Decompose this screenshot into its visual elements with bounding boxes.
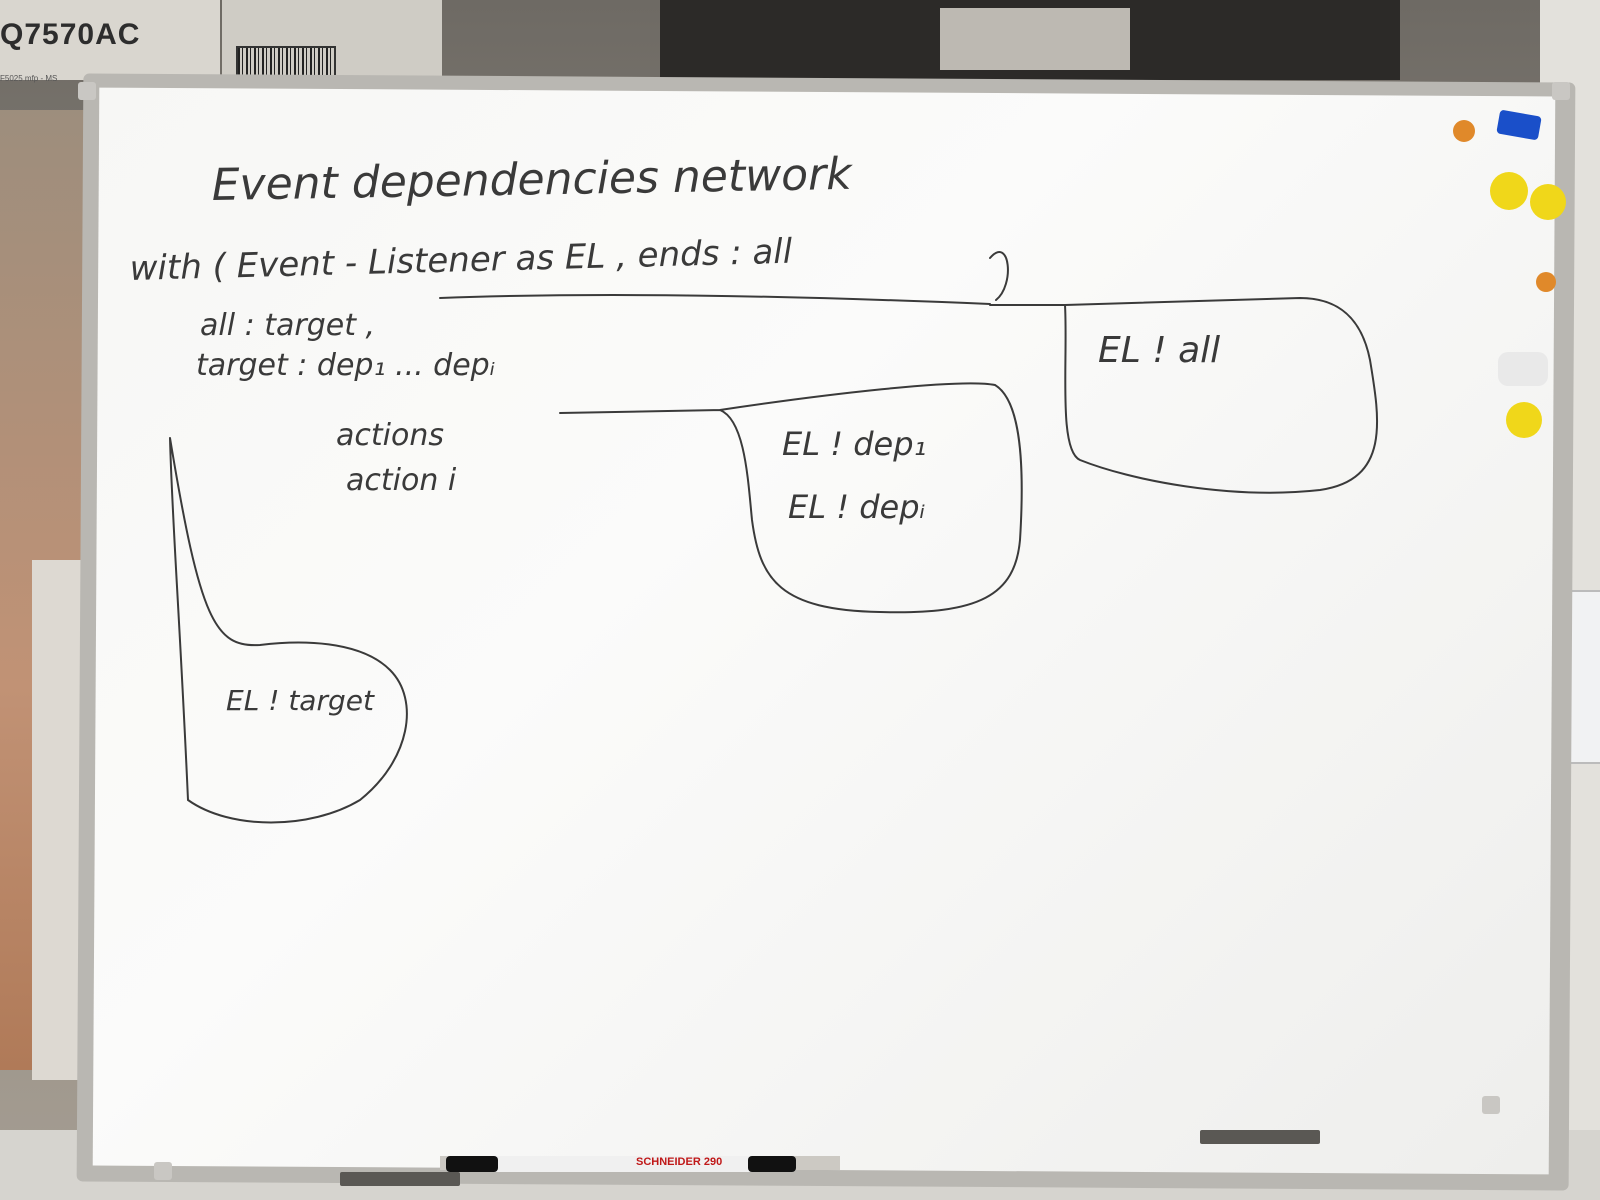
tray-clip	[340, 1172, 460, 1186]
with-line: with ( Event - Listener as EL , ends : a…	[129, 232, 793, 289]
frame-corner	[1482, 1096, 1500, 1114]
magnet-white	[1498, 352, 1548, 386]
magnet-orange	[1536, 272, 1556, 292]
bubble-dep1-label: EL ! dep₁	[782, 425, 926, 463]
bubble-depi-label: EL ! depᵢ	[788, 488, 926, 526]
picture-frame	[940, 8, 1130, 70]
closing-paren	[989, 251, 1009, 301]
bubble-target-label: EL ! target	[226, 684, 375, 717]
marker-tip	[748, 1156, 796, 1172]
underline-with	[439, 294, 991, 305]
target-line: target : dep₁ ... depᵢ	[196, 348, 495, 383]
marker-brand: SCHNEIDER 290	[636, 1156, 723, 1168]
magnet-yellow	[1490, 172, 1528, 210]
marker	[446, 1156, 796, 1172]
bubble-dep	[559, 382, 1023, 614]
actions-line-1: actions	[336, 418, 444, 453]
magnet-orange	[1453, 120, 1475, 142]
bubble-target	[169, 437, 408, 824]
actions-line-2: action i	[346, 463, 457, 498]
magnet-yellow	[1506, 402, 1542, 438]
bubble-all-label: EL ! all	[1098, 330, 1220, 371]
marker-cap	[446, 1156, 498, 1172]
bubble-all	[989, 296, 1379, 494]
frame-corner	[154, 1162, 172, 1180]
tray-clip	[1200, 1130, 1320, 1144]
frame-corner	[78, 82, 96, 100]
box-small-text: F5025 mfp - MS	[0, 74, 58, 83]
cardboard-box: Q7570AC F5025 mfp - MS	[0, 0, 220, 83]
magnet-yellow	[1530, 184, 1566, 220]
box-label: Q7570AC	[0, 18, 141, 51]
frame-corner	[1552, 82, 1570, 100]
board-title: Event dependencies network	[211, 149, 853, 211]
all-line: all : target ,	[200, 308, 375, 343]
